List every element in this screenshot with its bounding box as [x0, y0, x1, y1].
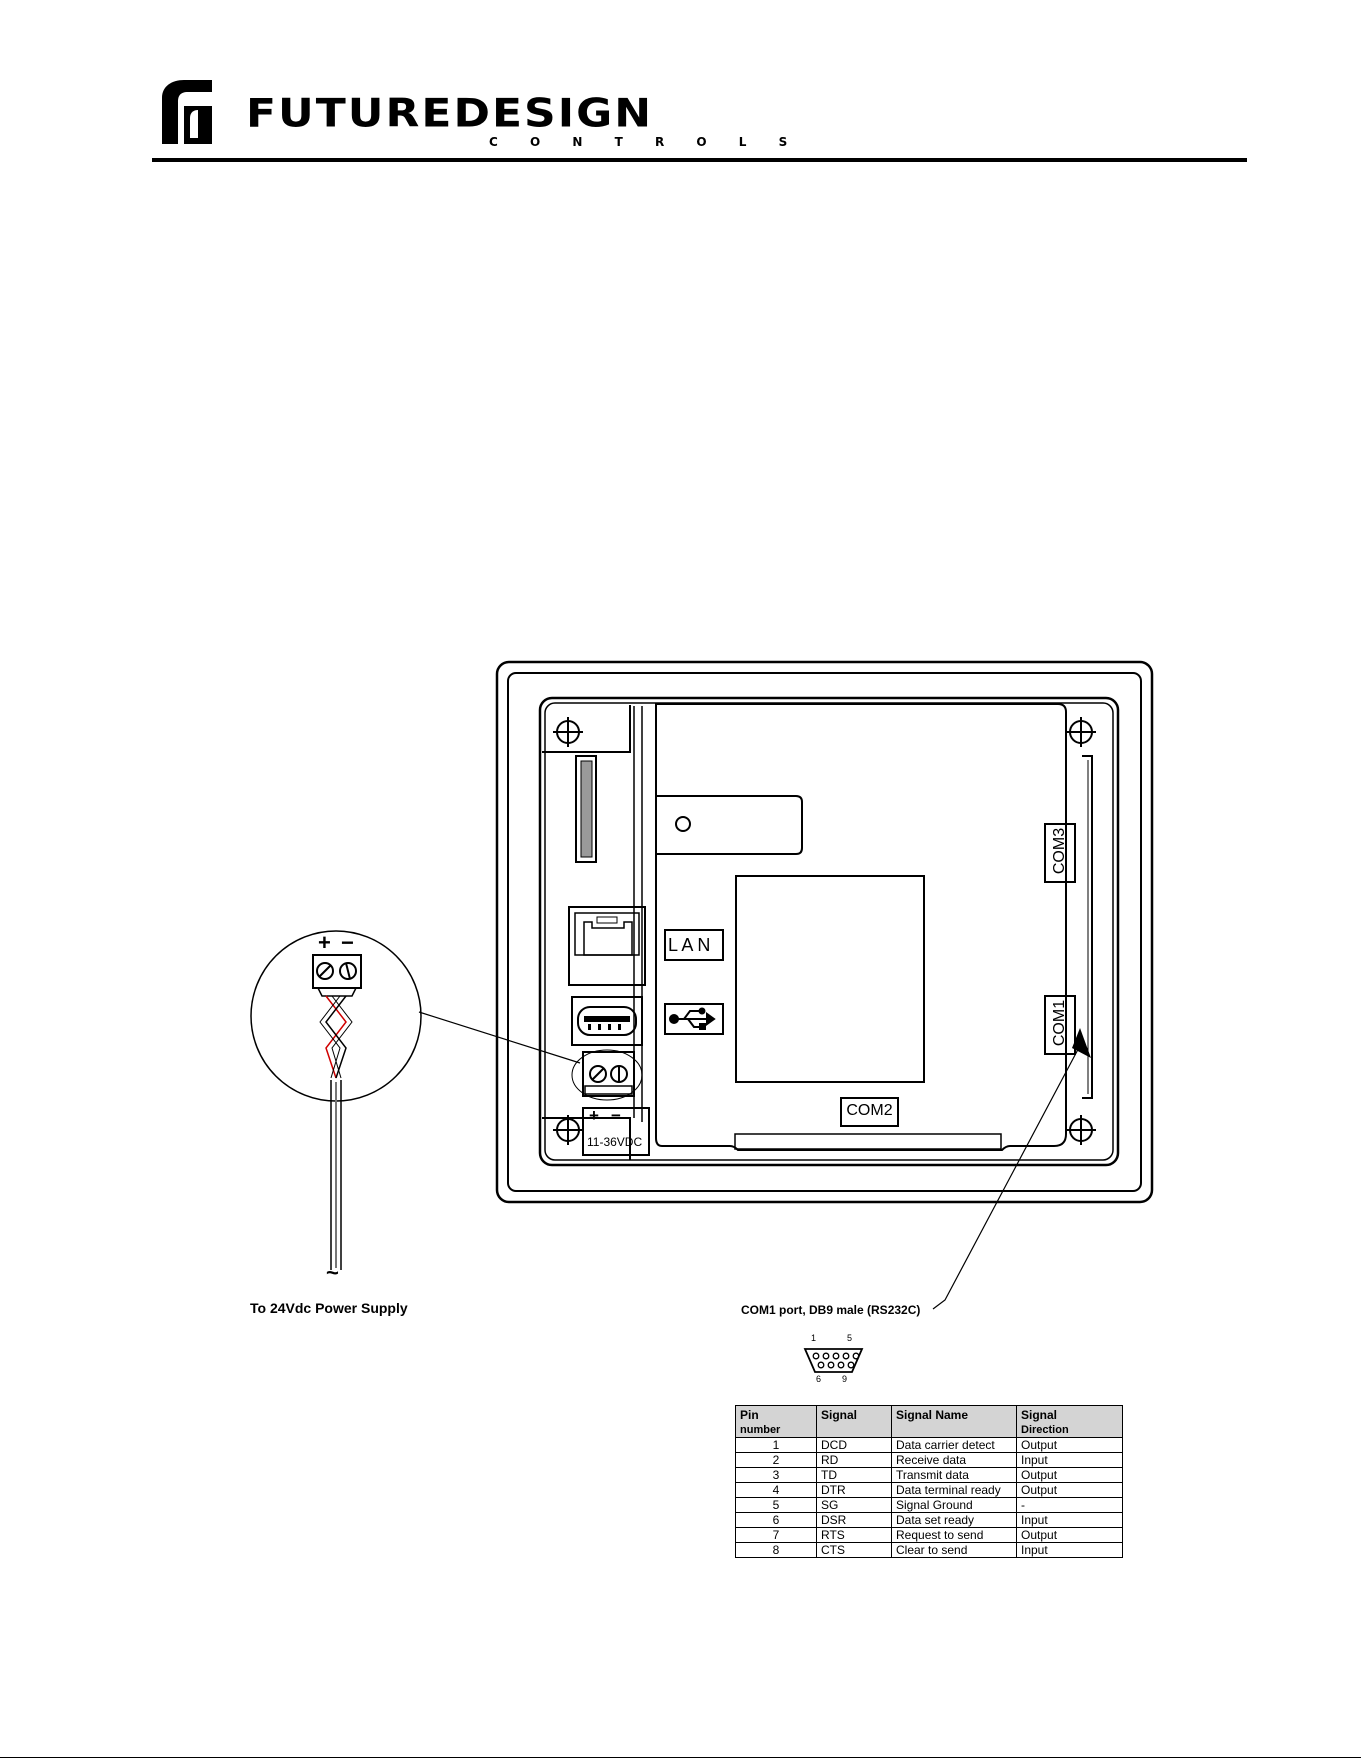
db9-connector — [803, 1348, 864, 1373]
power-range-label: 11-36VDC — [587, 1135, 643, 1149]
signal-name-cell: Clear to send — [891, 1542, 1017, 1558]
signal-name-cell: Signal Ground — [891, 1497, 1017, 1513]
direction-cell: Input — [1016, 1512, 1123, 1528]
direction-cell: Output — [1016, 1527, 1123, 1543]
pin-cell: 5 — [735, 1497, 817, 1513]
signal-cell: DCD — [816, 1437, 892, 1453]
signal-cell: TD — [816, 1467, 892, 1483]
direction-cell: Output — [1016, 1437, 1123, 1453]
signal-name-cell: Transmit data — [891, 1467, 1017, 1483]
power-terminal-block — [582, 1051, 635, 1097]
header-rule — [152, 158, 1247, 162]
device-plus-label: + — [589, 1106, 599, 1125]
com1-label: COM1 — [1051, 999, 1068, 1047]
screw-icon-bottom-right — [1066, 1115, 1096, 1145]
screw-icon-top-right — [1066, 717, 1096, 747]
direction-cell: Output — [1016, 1467, 1123, 1483]
screw-icon-bottom-left — [553, 1115, 583, 1145]
screw-icon-top-left — [553, 717, 583, 747]
db9-pin-5-label: 5 — [847, 1333, 853, 1343]
direction-cell: Input — [1016, 1452, 1123, 1468]
lan-label: L A N — [668, 935, 711, 955]
signal-cell: DTR — [816, 1482, 892, 1498]
brand-name: FUTUREDESIGN — [246, 90, 654, 137]
power-supply-caption: To 24Vdc Power Supply — [250, 1300, 408, 1316]
db9-pin-6-label: 6 — [816, 1374, 822, 1384]
product-label-area — [735, 875, 925, 1083]
pin-cell: 8 — [735, 1542, 817, 1558]
rear-housing — [538, 696, 1120, 1167]
magnify-circle — [250, 930, 422, 1102]
signal-cell: RD — [816, 1452, 892, 1468]
pin-cell: 6 — [735, 1512, 817, 1528]
brand-subtitle: C O N T R O L S — [489, 135, 802, 149]
company-logo-mark — [162, 80, 212, 144]
signal-cell: CTS — [816, 1542, 892, 1558]
pin-cell: 4 — [735, 1482, 817, 1498]
panel-bezel-outer — [495, 660, 1154, 1204]
lan-port — [568, 906, 646, 986]
com2-label: COM2 — [846, 1102, 893, 1119]
pin-cell: 3 — [735, 1467, 817, 1483]
signal-cell: RTS — [816, 1527, 892, 1543]
db9-pin-9-label: 9 — [842, 1374, 848, 1384]
signal-name-cell: Receive data — [891, 1452, 1017, 1468]
signal-name-cell: Data terminal ready — [891, 1482, 1017, 1498]
signal-name-cell: Data set ready — [891, 1512, 1017, 1528]
pin-cell: 1 — [735, 1437, 817, 1453]
magnified-polarity-label: + − — [318, 930, 356, 955]
com1-port-caption: COM1 port, DB9 male (RS232C) — [741, 1303, 921, 1317]
device-minus-label: − — [611, 1106, 621, 1125]
usb-port — [571, 996, 643, 1046]
power-rating-box — [582, 1107, 650, 1156]
db9-pin-1-label: 1 — [811, 1333, 817, 1343]
footer-rule — [0, 1757, 1361, 1758]
pin-cell: 7 — [735, 1527, 817, 1543]
direction-cell: - — [1016, 1497, 1123, 1513]
usb-icon — [669, 1007, 716, 1030]
pin-cell: 2 — [735, 1452, 817, 1468]
direction-cell: Input — [1016, 1542, 1123, 1558]
sd-card-slot — [575, 755, 597, 863]
signal-cell: SG — [816, 1497, 892, 1513]
direction-cell: Output — [1016, 1482, 1123, 1498]
header-signal: Signal — [816, 1405, 892, 1438]
header-signal-name: Signal Name — [891, 1405, 1017, 1438]
com3-label: COM3 — [1051, 827, 1068, 875]
signal-name-cell: Data carrier detect — [891, 1437, 1017, 1453]
tilde-mark: ~ — [326, 1260, 339, 1285]
signal-cell: DSR — [816, 1512, 892, 1528]
panel-bezel-inner — [507, 672, 1142, 1192]
signal-name-cell: Request to send — [891, 1527, 1017, 1543]
